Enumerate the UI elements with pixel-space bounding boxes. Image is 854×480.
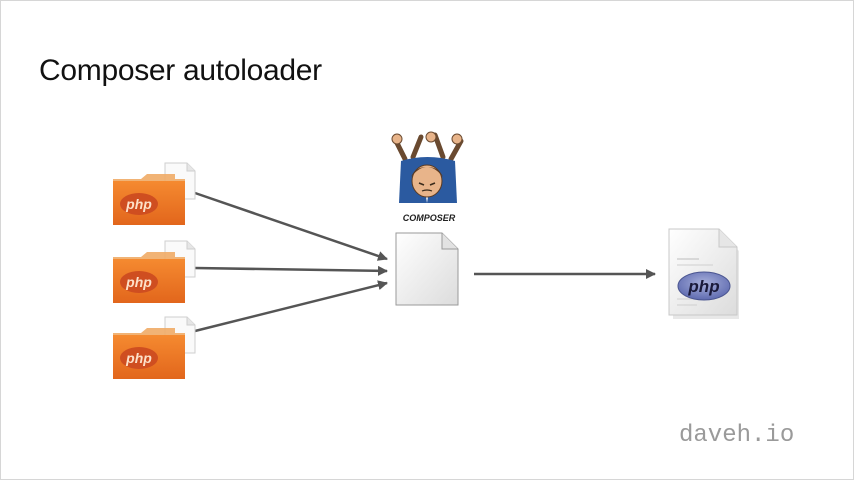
php-folder-label: php	[125, 274, 152, 290]
arrow-file1-to-autoloader	[194, 191, 388, 261]
php-folder-icon: php	[113, 316, 196, 379]
php-folder-icon: php	[113, 240, 196, 303]
arrow-file3-to-autoloader	[194, 280, 388, 333]
php-folder-label: php	[125, 196, 152, 212]
composer-logo: COMPOSER	[391, 131, 464, 223]
composer-logo-text: COMPOSER	[403, 213, 456, 223]
php-output-label: php	[687, 277, 719, 296]
slide-title: Composer autoloader	[39, 54, 322, 87]
arrow-file2-to-autoloader	[194, 265, 388, 276]
footer-brand: daveh.io	[679, 422, 795, 449]
php-folder-label: php	[125, 350, 152, 366]
php-folder-icon: php	[113, 162, 196, 225]
autoloader-file-icon	[395, 232, 459, 306]
php-output-file-icon: php	[668, 228, 739, 319]
